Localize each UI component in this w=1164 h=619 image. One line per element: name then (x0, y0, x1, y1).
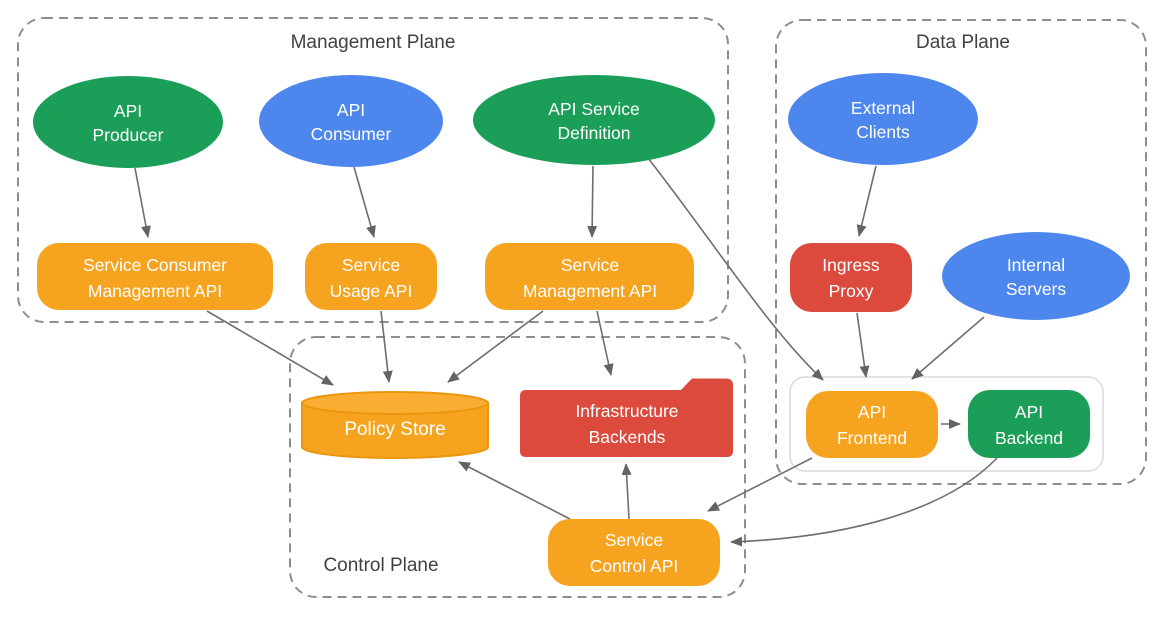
node-external-clients (788, 73, 978, 165)
node-internal-servers (942, 232, 1130, 320)
data-plane-box (775, 19, 1147, 485)
control-plane-box (289, 336, 746, 598)
node-api-service-definition (473, 75, 715, 165)
management-plane-label: Management Plane (291, 32, 456, 53)
service-control-api-label-line2: Control API (590, 556, 679, 576)
api-consumer-label-line1: API (337, 100, 365, 120)
service-consumer-management-api-label-line1: Service Consumer (83, 255, 227, 275)
policy-store-cylinder-top (301, 391, 489, 415)
api-producer-label-line1: API (114, 101, 142, 121)
node-api-backend (968, 390, 1090, 458)
edge-api-frontend-to-service-control-api (707, 457, 813, 512)
edge-service-consumer-management-api-to-policy-store (206, 310, 334, 386)
edge-internal-servers-to-api-frontend (911, 316, 985, 380)
edge-service-control-api-to-policy-store (458, 461, 571, 520)
api-backend-label-line2: Backend (995, 428, 1063, 448)
edge-api-service-definition-to-api-frontend (647, 157, 824, 381)
edge-service-usage-api-to-policy-store (380, 310, 393, 383)
node-ingress-proxy (790, 243, 912, 312)
edge-api-producer-to-service-consumer-management-api (134, 167, 151, 238)
service-management-api-label-line2: Management API (523, 281, 657, 301)
node-service-management-api (485, 243, 694, 310)
api-frontend-label-line1: API (858, 402, 886, 422)
edge-api-backend-to-service-control-api (730, 457, 998, 547)
data-plane-label: Data Plane (916, 32, 1010, 53)
control-plane-label: Control Plane (323, 555, 438, 576)
node-api-consumer (259, 75, 443, 167)
node-api-producer (33, 76, 223, 168)
ingress-proxy-label-line1: Ingress (822, 255, 880, 275)
external-clients-label-line1: External (851, 98, 915, 118)
api-frontend-label-line2: Frontend (837, 428, 907, 448)
api-backend-label-line1: API (1015, 402, 1043, 422)
internal-servers-label-line1: Internal (1007, 255, 1065, 275)
nodes (33, 73, 1130, 586)
service-usage-api-label-line1: Service (342, 255, 400, 275)
node-infrastructure-backends (520, 378, 733, 457)
infrastructure-backends-label-line2: Backends (589, 427, 666, 447)
policy-store-label: Policy Store (344, 419, 445, 440)
service-control-api-label-line1: Service (605, 530, 663, 550)
node-service-control-api (548, 519, 720, 586)
edge-service-control-api-to-infrastructure-backends (621, 463, 632, 520)
internal-servers-label-line2: Servers (1006, 279, 1067, 299)
edge-external-clients-to-ingress-proxy (856, 165, 877, 237)
node-service-consumer-management-api (37, 243, 273, 310)
api-consumer-label-line2: Consumer (311, 124, 392, 144)
edge-ingress-proxy-to-api-frontend (856, 312, 870, 378)
node-labels: API Producer API Consumer API Service De… (83, 98, 1066, 576)
service-management-api-label-line1: Service (561, 255, 619, 275)
edges (134, 157, 998, 547)
edge-service-management-api-to-policy-store (447, 310, 544, 383)
node-service-usage-api (305, 243, 437, 310)
external-clients-label-line2: Clients (856, 122, 910, 142)
service-usage-api-label-line2: Usage API (330, 281, 413, 301)
management-plane-box (17, 17, 729, 323)
policy-store-cylinder-body (301, 402, 489, 459)
api-producer-label-line2: Producer (92, 125, 163, 145)
infrastructure-backends-label-line1: Infrastructure (575, 401, 678, 421)
api-service-definition-label-line2: Definition (558, 123, 631, 143)
node-policy-store (301, 391, 489, 459)
edge-api-service-definition-to-service-management-api (587, 165, 598, 238)
edge-service-management-api-to-infrastructure-backends (596, 310, 614, 376)
edge-api-consumer-to-service-usage-api (353, 166, 376, 238)
api-service-definition-label-line1: API Service (548, 99, 639, 119)
ingress-proxy-label-line2: Proxy (829, 281, 874, 301)
node-api-frontend (806, 391, 938, 458)
service-consumer-management-api-label-line2: Management API (88, 281, 222, 301)
